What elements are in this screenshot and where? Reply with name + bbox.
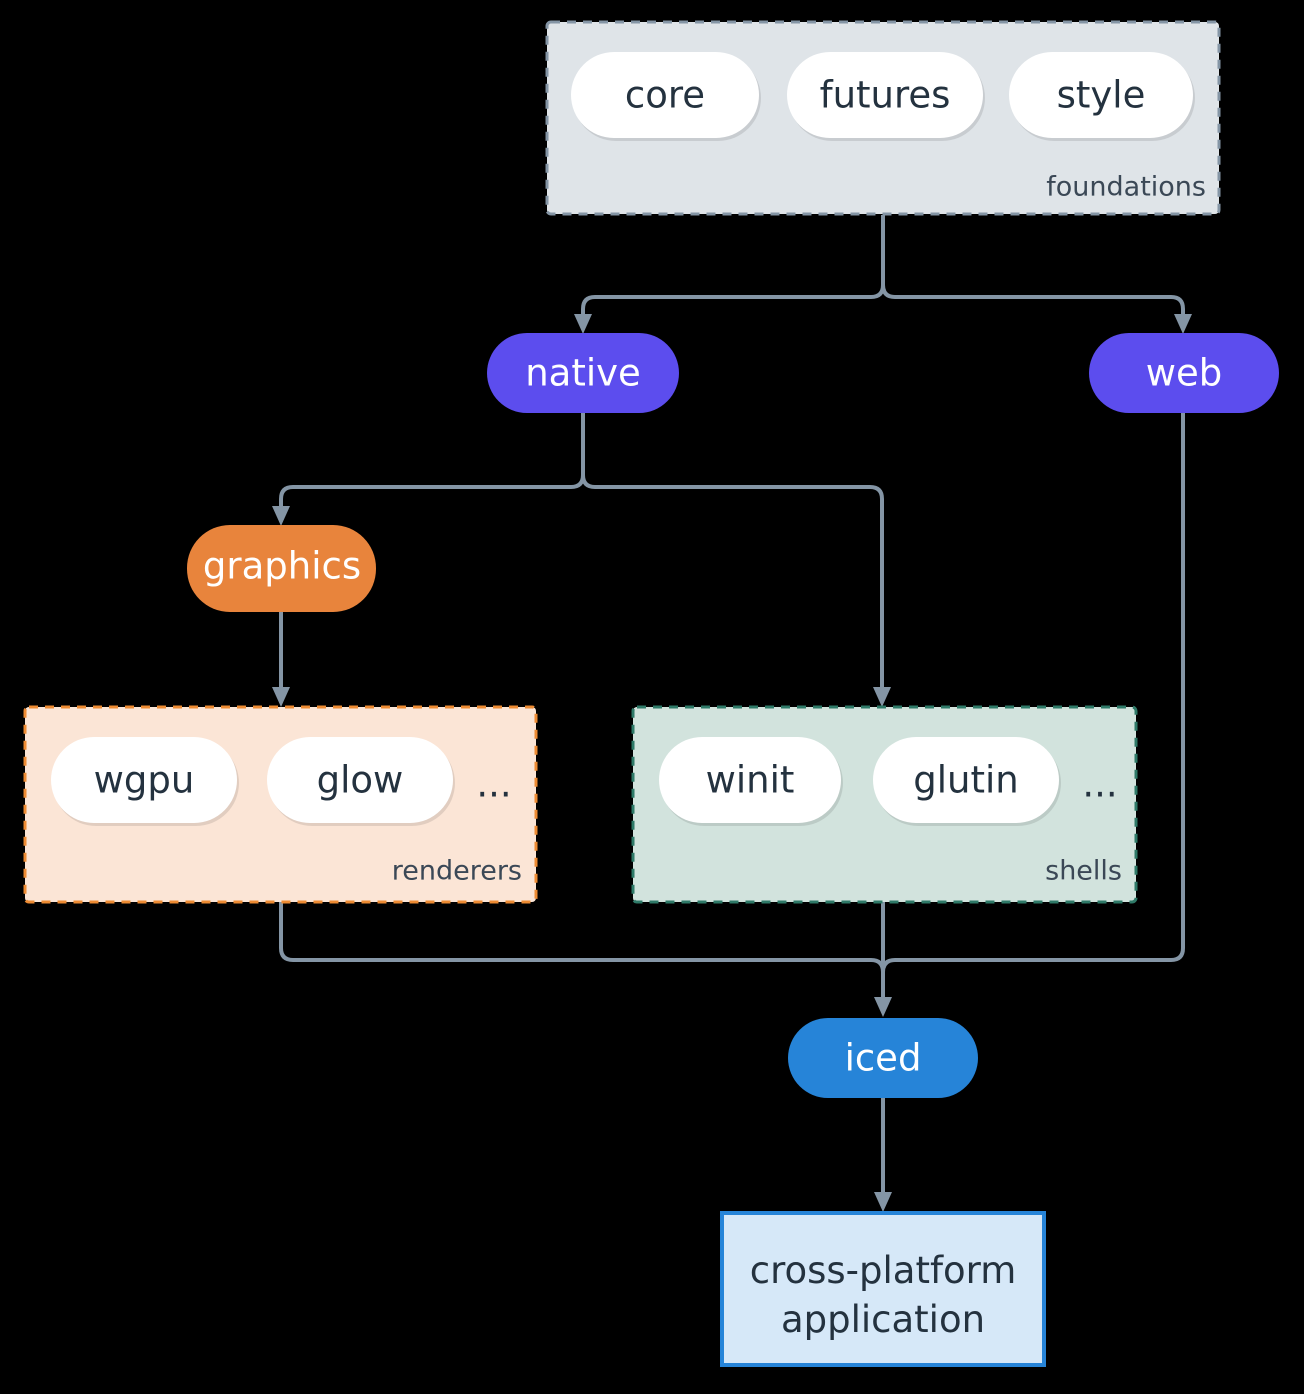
arrow-head-native (574, 314, 592, 334)
node-glow-label: glow (317, 759, 404, 802)
cluster-foundations-caption: foundations (1046, 172, 1206, 203)
node-style-label: style (1057, 74, 1146, 117)
cluster-shells: winit glutin ... shells (631, 705, 1138, 904)
node-iced[interactable]: iced (788, 1018, 978, 1098)
arrow-head-shells (873, 687, 891, 707)
node-futures[interactable]: futures (787, 52, 985, 141)
node-core[interactable]: core (571, 52, 761, 141)
node-application-label-line1: cross-platform (750, 1249, 1017, 1292)
edge-foundations-to-web (881, 284, 1192, 334)
node-web[interactable]: web (1089, 333, 1279, 413)
node-winit-label: winit (706, 759, 795, 802)
node-wgpu-label: wgpu (94, 759, 195, 802)
node-core-label: core (625, 74, 705, 117)
node-iced-label: iced (845, 1037, 922, 1080)
node-glow[interactable]: glow (267, 737, 455, 826)
node-glutin-label: glutin (913, 759, 1018, 802)
node-renderers-more-label: ... (476, 763, 511, 806)
node-glutin[interactable]: glutin (873, 737, 1061, 826)
arrow-head-application (874, 1192, 892, 1212)
arrow-head-iced (874, 997, 892, 1017)
node-futures-label: futures (820, 74, 951, 117)
arrow-head-renderers (272, 687, 290, 707)
node-shells-more-label: ... (1082, 763, 1117, 806)
node-graphics[interactable]: graphics (187, 525, 376, 612)
cluster-foundations: core futures style foundations (545, 20, 1221, 216)
node-application[interactable]: cross-platform application (720, 1211, 1046, 1367)
node-wgpu[interactable]: wgpu (51, 737, 239, 826)
node-style[interactable]: style (1009, 52, 1195, 141)
node-native[interactable]: native (487, 333, 679, 413)
node-application-label-line2: application (781, 1298, 985, 1341)
node-web-label: web (1146, 352, 1223, 395)
node-native-label: native (525, 352, 641, 395)
node-graphics-label: graphics (203, 545, 361, 588)
edge-iced-to-application (874, 1098, 892, 1212)
arrow-head-graphics (272, 506, 290, 526)
node-winit[interactable]: winit (659, 737, 843, 826)
cluster-shells-caption: shells (1045, 856, 1122, 887)
edge-web-to-iced (881, 413, 1185, 1000)
edge-native-to-shells (581, 474, 891, 707)
edge-graphics-to-renderers (272, 612, 290, 707)
cluster-renderers-caption: renderers (392, 856, 522, 887)
cluster-renderers: wgpu glow ... renderers (23, 705, 538, 904)
arrow-head-web (1174, 314, 1192, 334)
